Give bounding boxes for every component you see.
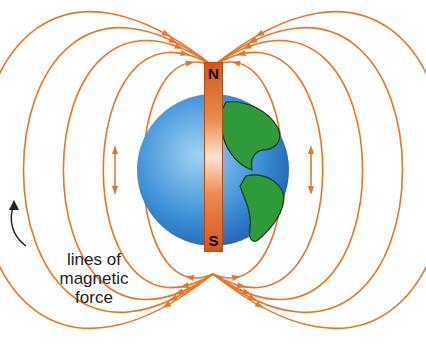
bar-magnet: NS [204,62,223,252]
callout-label: lines of magnetic force [44,250,144,307]
pole-letter: S [208,233,218,248]
field-arrowhead [237,282,246,288]
field-arrowhead [180,282,189,288]
field-arrowhead [308,145,314,154]
field-line [310,150,312,190]
north-america [221,102,280,170]
south-america [240,175,284,241]
field-arrowhead [255,301,264,308]
field-arrowhead [231,61,240,67]
field-lines [0,12,426,329]
field-arrowhead [255,30,264,37]
field-arrowhead [185,61,194,67]
field-arrowhead [308,186,314,195]
field-arrowhead [162,30,171,37]
field-arrowhead [112,145,118,154]
field-arrowhead [112,186,118,195]
field-arrowhead [185,275,194,281]
leader-arrowhead [9,200,19,210]
field-line [114,150,116,190]
pole-letter: N [208,66,219,81]
leader-arrow [11,204,26,246]
field-arrowhead [162,301,171,308]
field-arrowhead [232,275,241,281]
